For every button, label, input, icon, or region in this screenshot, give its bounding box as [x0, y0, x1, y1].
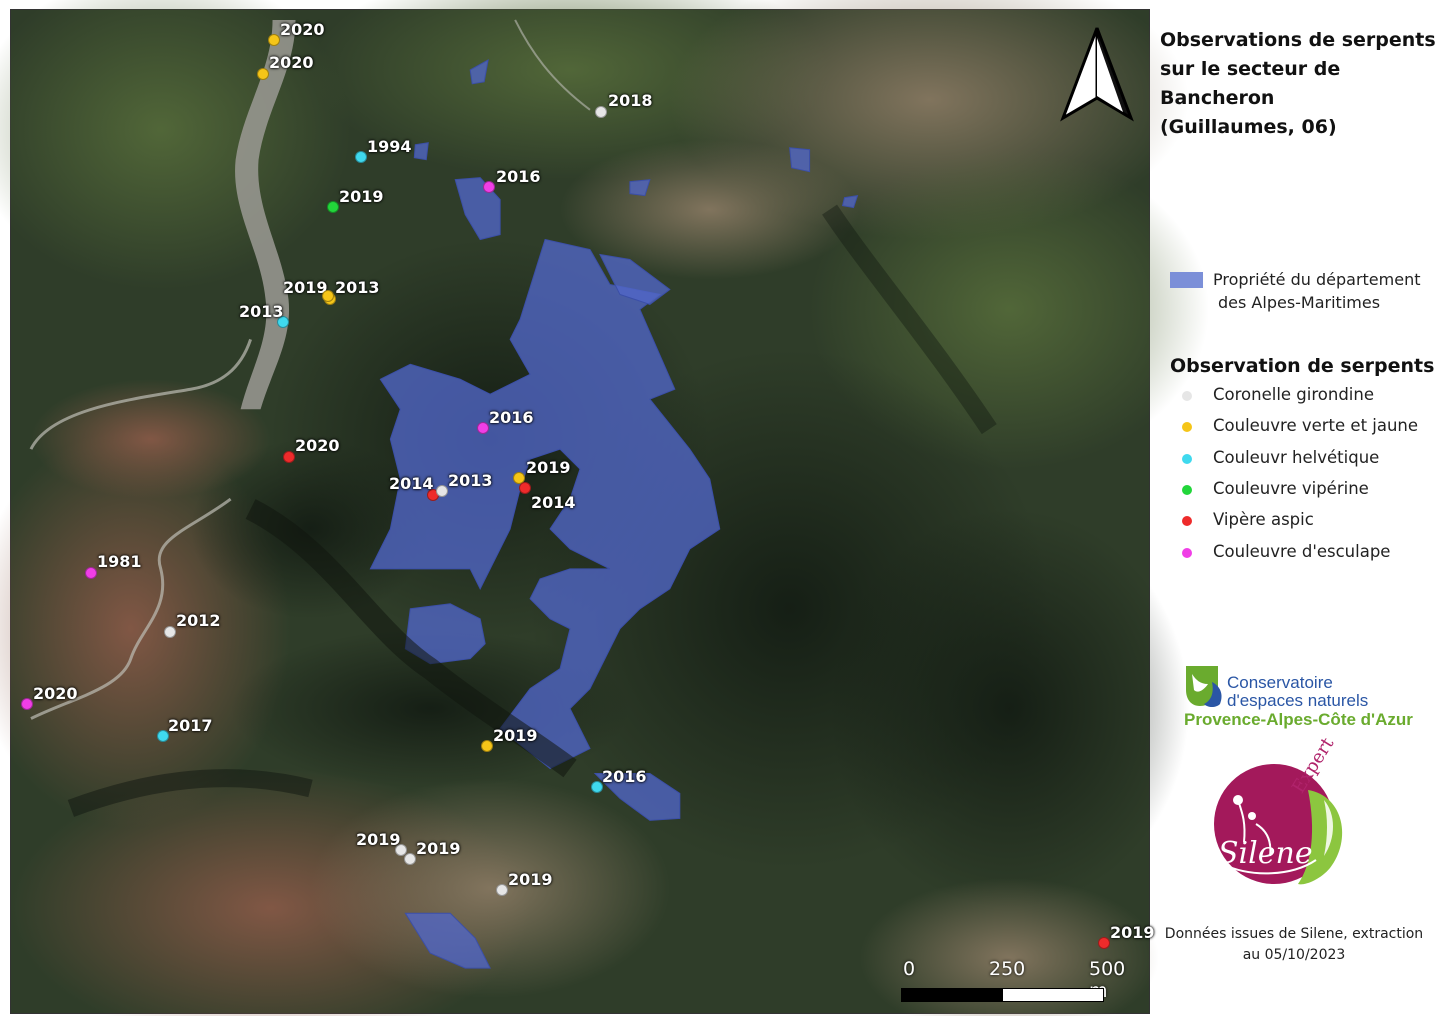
- source-note: Données issues de Silene, extraction au …: [1160, 924, 1428, 966]
- observation-year-label: 2013: [239, 302, 284, 321]
- observation-year-label: 2019: [1110, 923, 1155, 942]
- legend-dot: [1182, 485, 1192, 495]
- property-swatch: [1170, 272, 1203, 288]
- observation-marker[interactable]: [591, 781, 603, 793]
- scale-bar: 0 250 500 m: [891, 958, 1131, 1012]
- observation-year-label: 2013: [448, 471, 493, 490]
- observation-marker[interactable]: [477, 422, 489, 434]
- observation-year-label: 2020: [33, 684, 78, 703]
- scale-label-zero: 0: [903, 958, 916, 980]
- legend-label: Couleuvr helvétique: [1213, 448, 1380, 467]
- observation-marker[interactable]: [21, 698, 33, 710]
- observation-marker[interactable]: [595, 106, 607, 118]
- observation-marker[interactable]: [157, 730, 169, 742]
- map-title-line: (Guillaumes, 06): [1160, 116, 1337, 138]
- legend-dot: [1182, 516, 1192, 526]
- observation-marker[interactable]: [268, 34, 280, 46]
- observation-marker[interactable]: [85, 567, 97, 579]
- observation-marker[interactable]: [481, 740, 493, 752]
- observation-marker[interactable]: [277, 316, 289, 328]
- legend-dot: [1182, 548, 1192, 558]
- observation-marker[interactable]: [404, 853, 416, 865]
- observation-marker[interactable]: [164, 626, 176, 638]
- observation-marker[interactable]: [436, 485, 448, 497]
- property-label-line: des Alpes-Maritimes: [1218, 293, 1381, 312]
- cen-logo-line1: Conservatoire: [1227, 673, 1333, 692]
- observation-legend-heading: Observation de serpents: [1170, 355, 1435, 377]
- observation-year-label: 2017: [168, 716, 213, 735]
- observation-year-label: 2020: [295, 436, 340, 455]
- map-title-line: Observations de serpents: [1160, 29, 1436, 51]
- map-title-line: sur le secteur de Bancheron: [1160, 58, 1341, 109]
- legend-dot: [1182, 422, 1192, 432]
- property-legend-label: Propriété du département des Alpes-Marit…: [1213, 268, 1435, 314]
- cen-logo-line2: d'espaces naturels: [1227, 691, 1369, 710]
- scale-segment-light: [1002, 988, 1104, 1002]
- observation-marker[interactable]: [283, 451, 295, 463]
- observation-marker[interactable]: [327, 201, 339, 213]
- observation-year-label: 1994: [367, 137, 412, 156]
- silene-expert-logo: [1214, 764, 1343, 885]
- cen-logo-line3: Provence-Alpes-Côte d'Azur: [1184, 710, 1413, 729]
- observation-marker[interactable]: [395, 844, 407, 856]
- observation-year-label: 2013: [335, 278, 380, 297]
- observation-year-label: 2019: [356, 830, 401, 849]
- observation-year-label: 2019: [508, 870, 553, 889]
- observation-year-label: 2014: [389, 474, 434, 493]
- observation-year-label: 2016: [489, 408, 534, 427]
- observation-year-label: 2019: [416, 839, 461, 858]
- cen-leaf-icon: [1186, 666, 1222, 707]
- legend-dot: [1182, 391, 1192, 401]
- observation-year-label: 2014: [531, 493, 576, 512]
- observation-year-label: 2018: [608, 91, 653, 110]
- observation-marker[interactable]: [322, 290, 334, 302]
- north-arrow-icon: [1060, 27, 1134, 122]
- observation-year-label: 2019: [526, 458, 571, 477]
- source-note-line: Données issues de Silene, extraction: [1164, 926, 1424, 942]
- observation-marker[interactable]: [483, 181, 495, 193]
- legend-label: Couleuvre d'esculape: [1213, 542, 1391, 561]
- satellite-terrain: [0, 0, 1209, 1016]
- property-label-line: Propriété du département: [1213, 270, 1421, 289]
- scale-label-mid: 250: [989, 958, 1026, 980]
- legend-label: Vipère aspic: [1213, 510, 1314, 529]
- observation-marker[interactable]: [257, 68, 269, 80]
- source-note-line: au 05/10/2023: [1242, 947, 1346, 963]
- observation-marker[interactable]: [1098, 937, 1110, 949]
- observation-marker[interactable]: [513, 472, 525, 484]
- property-parcels: [369, 58, 859, 969]
- legend-label: Coronelle girondine: [1213, 385, 1375, 404]
- observation-marker[interactable]: [519, 482, 531, 494]
- observation-year-label: 2020: [280, 20, 325, 39]
- observation-year-label: 2012: [176, 611, 221, 630]
- map-title: Observations de serpents sur le secteur …: [1160, 26, 1436, 142]
- observation-year-label: 2016: [602, 767, 647, 786]
- legend-dot: [1182, 454, 1192, 464]
- observation-year-label: 2020: [269, 53, 314, 72]
- map-frame[interactable]: 2020 2020 2018 1994 2016 2019 2019 2013 2013 2016…: [0, 0, 1209, 1016]
- scale-segment-dark: [901, 988, 1003, 1002]
- observation-layer: 2020 2020 2018 1994 2016 2019 2019 2013 2013 2016…: [11, 10, 1155, 1013]
- cen-paca-logo: Conservatoire d'espaces naturels Provenc…: [1182, 660, 1432, 732]
- silene-logo-name: Silene: [1218, 836, 1313, 871]
- legend-label: Couleuvre vipérine: [1213, 479, 1369, 498]
- observation-year-label: 2019: [339, 187, 384, 206]
- observation-year-label: 1981: [97, 552, 142, 571]
- observation-year-label: 2016: [496, 167, 541, 186]
- observation-year-label: 2019: [493, 726, 538, 745]
- legend-label: Couleuvre verte et jaune: [1213, 416, 1419, 435]
- observation-marker[interactable]: [355, 151, 367, 163]
- observation-year-label: 2019: [283, 278, 328, 297]
- observation-marker[interactable]: [496, 884, 508, 896]
